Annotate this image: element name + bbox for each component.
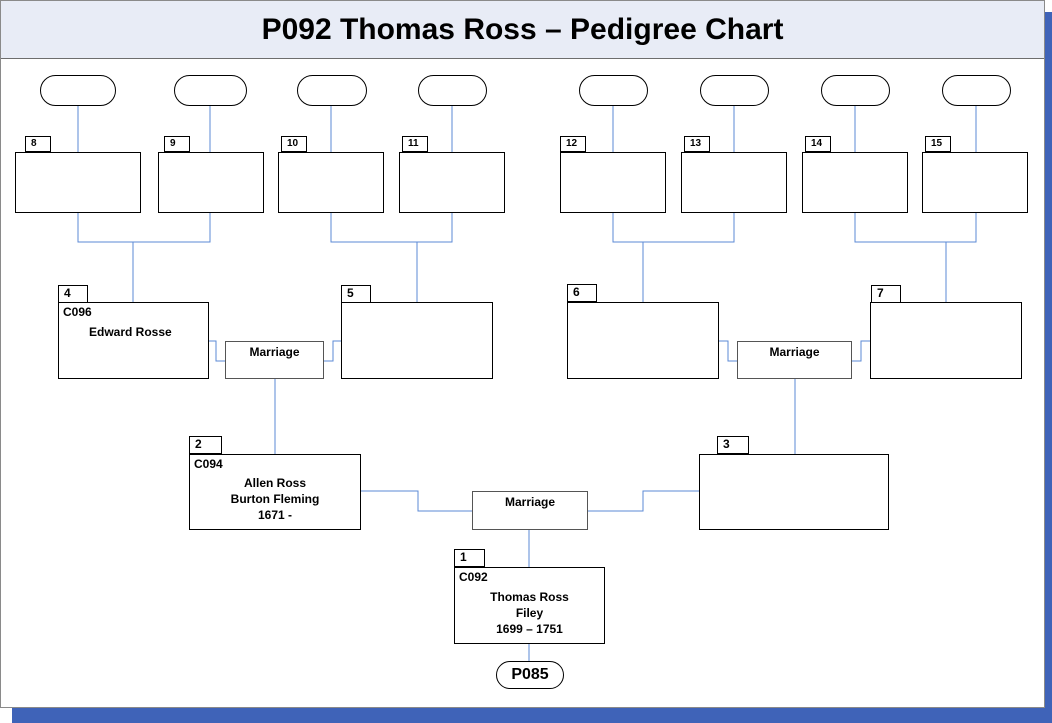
person-name: Thomas Ross	[490, 590, 569, 604]
person-box-7	[870, 302, 1022, 379]
person-code: C094	[194, 457, 223, 471]
person-name: Allen Ross	[243, 476, 306, 490]
person-box-6	[567, 302, 719, 379]
person-box-3	[699, 454, 889, 530]
person-box-10	[278, 152, 384, 213]
person-box-1: C092 Thomas Ross Filey 1699 – 1751	[454, 567, 605, 644]
person-box-2: C094 Allen Ross Burton Fleming 1671 -	[189, 454, 361, 530]
person-number-11: 11	[402, 136, 428, 152]
person-box-12	[560, 152, 666, 213]
person-place: Filey	[515, 606, 544, 620]
person-dates: 1671 -	[257, 508, 293, 522]
person-box-13	[681, 152, 787, 213]
ancestor-ref-pill	[942, 75, 1011, 106]
ancestor-ref-pill	[418, 75, 487, 106]
ancestor-ref-pill	[579, 75, 648, 106]
person-box-8	[15, 152, 141, 213]
person-number-3: 3	[717, 436, 749, 454]
person-box-15	[922, 152, 1028, 213]
person-box-5	[341, 302, 493, 379]
person-box-11	[399, 152, 505, 213]
person-box-14	[802, 152, 908, 213]
person-code: C092	[459, 570, 488, 584]
ancestor-ref-pill	[700, 75, 769, 106]
person-number-8: 8	[25, 136, 51, 152]
ancestor-ref-pill	[40, 75, 116, 106]
person-number-4: 4	[58, 285, 88, 303]
title-bar: P092 Thomas Ross – Pedigree Chart	[1, 1, 1044, 59]
person-box-4: C096 Edward Rosse	[58, 302, 209, 379]
person-dates: 1699 – 1751	[496, 622, 563, 636]
person-code: C096	[63, 305, 92, 319]
person-name: Edward Rosse	[89, 325, 172, 339]
person-number-1: 1	[454, 549, 485, 567]
person-number-2: 2	[189, 436, 222, 454]
person-box-9	[158, 152, 264, 213]
page-title: P092 Thomas Ross – Pedigree Chart	[261, 12, 784, 46]
person-number-15: 15	[925, 136, 951, 152]
person-number-7: 7	[871, 285, 901, 303]
marriage-box: Marriage	[472, 491, 588, 530]
person-number-6: 6	[567, 284, 597, 302]
person-number-13: 13	[684, 136, 710, 152]
ancestor-ref-pill	[174, 75, 247, 106]
family-ref-link[interactable]: P085	[496, 661, 564, 689]
marriage-box: Marriage	[225, 341, 324, 379]
ancestor-ref-pill	[297, 75, 367, 106]
person-number-14: 14	[805, 136, 831, 152]
marriage-box: Marriage	[737, 341, 852, 379]
person-number-10: 10	[281, 136, 307, 152]
person-number-12: 12	[560, 136, 586, 152]
person-number-9: 9	[164, 136, 190, 152]
person-place: Burton Fleming	[230, 492, 320, 506]
person-number-5: 5	[341, 285, 371, 303]
ancestor-ref-pill	[821, 75, 890, 106]
